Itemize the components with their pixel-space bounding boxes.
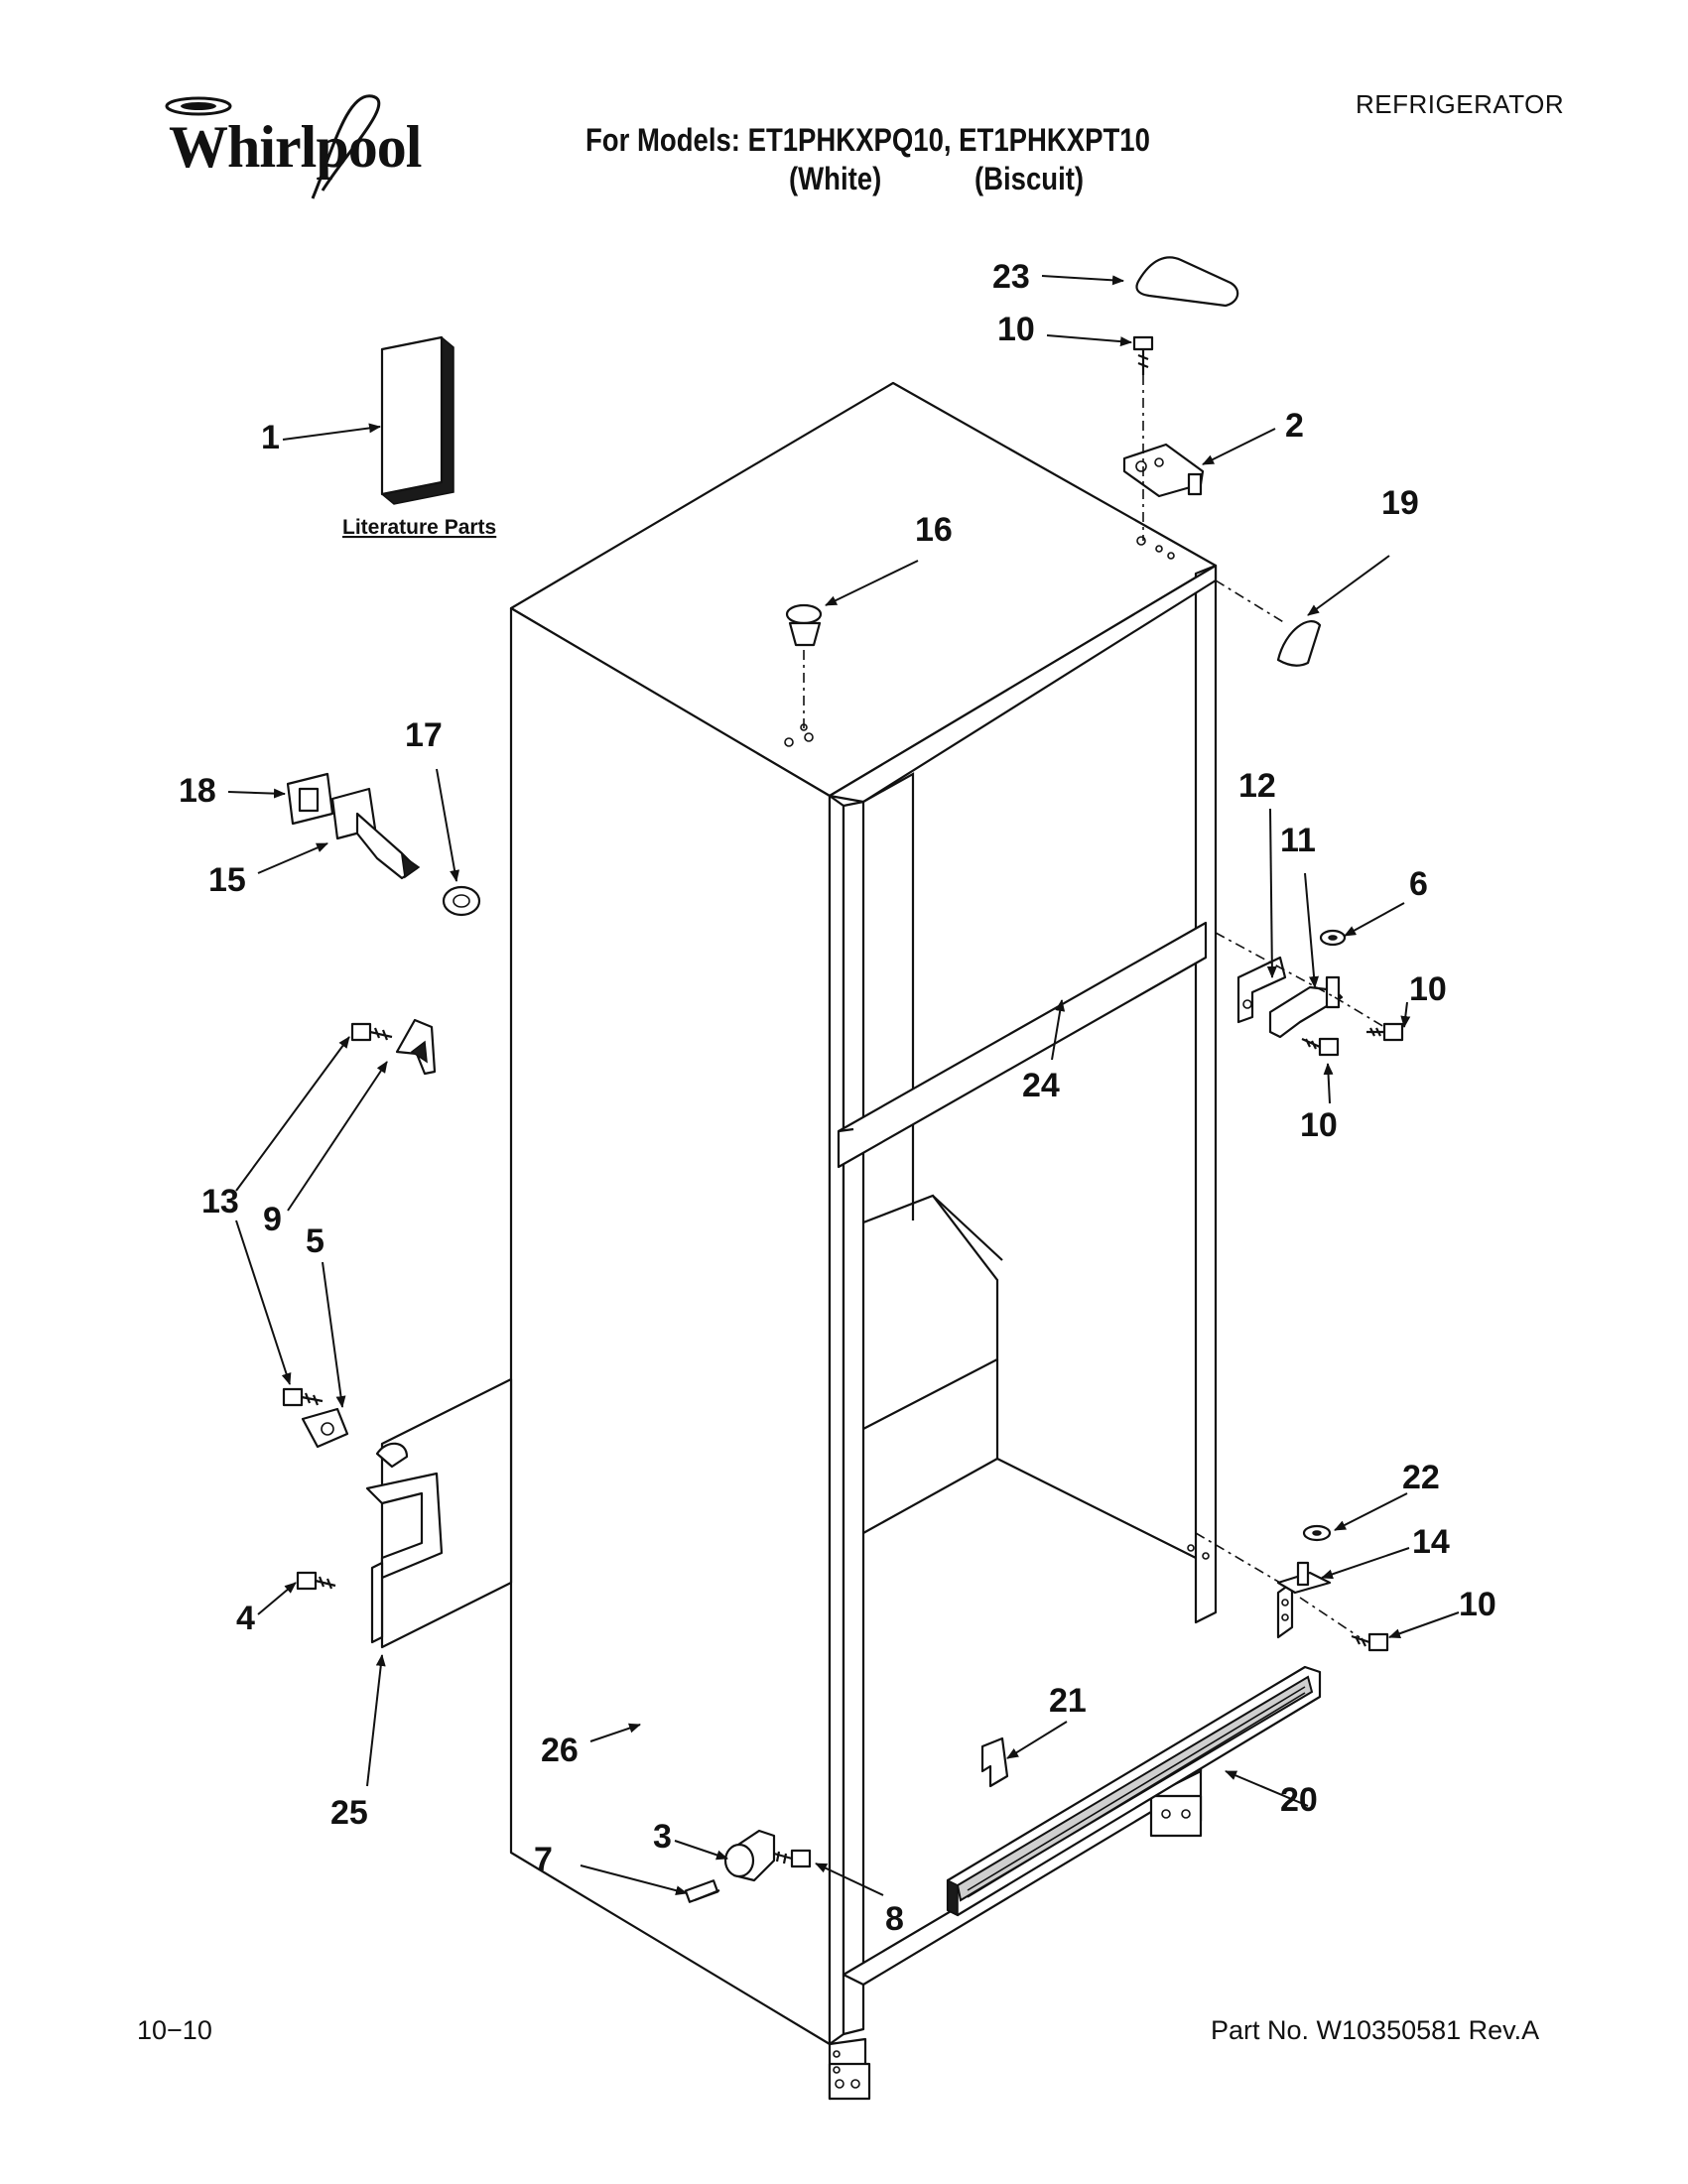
brand-logo: Whirlpool <box>149 91 422 200</box>
part-number: Part No. W10350581 Rev.A <box>1211 2015 1540 2045</box>
callout-4: 4 <box>236 1600 255 1637</box>
callout-6: 6 <box>1409 865 1428 903</box>
callout-16: 16 <box>915 511 953 549</box>
callout-21: 21 <box>1049 1682 1087 1720</box>
callout-19: 19 <box>1381 484 1419 522</box>
left-upper-fasteners <box>282 1018 444 1644</box>
callout-1: 1 <box>261 419 280 456</box>
callout-20: 20 <box>1280 1781 1318 1819</box>
callout-22: 22 <box>1402 1459 1440 1496</box>
callout-12: 12 <box>1238 767 1276 805</box>
leader-lines <box>227 275 1460 1896</box>
callout-26: 26 <box>541 1732 579 1769</box>
callout-numbers: 1 2 3 4 5 6 7 8 9 10 10 10 10 11 12 13 1… <box>179 258 1496 1938</box>
roller-assembly <box>684 1829 812 1903</box>
callout-10-mid-below: 10 <box>1300 1106 1338 1144</box>
top-hinge-assembly <box>1122 335 1205 541</box>
callout-2: 2 <box>1285 407 1304 445</box>
lower-hinge-assembly <box>1195 1524 1389 1652</box>
literature-booklet <box>380 335 454 505</box>
callout-8: 8 <box>885 1900 904 1938</box>
brand-name: Whirlpool <box>169 114 422 180</box>
color-white: (White) <box>789 161 882 196</box>
callout-17: 17 <box>405 716 443 754</box>
center-hinge-assembly <box>1215 929 1404 1057</box>
callout-15: 15 <box>208 861 246 899</box>
callout-24: 24 <box>1022 1067 1060 1104</box>
callout-25: 25 <box>330 1794 368 1832</box>
hinge-cover-top <box>1135 256 1239 308</box>
callout-11: 11 <box>1280 822 1316 859</box>
models-line: For Models: ET1PHKXPQ10, ET1PHKXPT10 <box>585 122 1150 158</box>
date-code: 10−10 <box>137 2015 212 2045</box>
logo-swoosh-icon <box>165 94 381 199</box>
literature-parts-label: Literature Parts <box>342 516 496 539</box>
callout-9: 9 <box>263 1201 282 1238</box>
toe-grille <box>946 1665 1322 1917</box>
hinge-cover-19 <box>1215 579 1322 667</box>
grille-clip <box>980 1736 1009 1788</box>
callout-7: 7 <box>534 1841 553 1878</box>
callout-18: 18 <box>179 772 216 810</box>
callout-10-top: 10 <box>997 311 1035 348</box>
category-label: REFRIGERATOR <box>1356 89 1565 119</box>
callout-3: 3 <box>653 1818 672 1856</box>
callout-5: 5 <box>306 1222 325 1260</box>
callout-10-mid-right: 10 <box>1409 970 1447 1008</box>
callout-13: 13 <box>201 1183 239 1220</box>
color-biscuit: (Biscuit) <box>974 161 1085 196</box>
plug-button <box>785 603 823 729</box>
refrigerator-cabinet <box>380 381 1218 2101</box>
callout-14: 14 <box>1412 1523 1450 1561</box>
callout-23: 23 <box>992 258 1030 296</box>
callout-10-lower: 10 <box>1459 1586 1496 1623</box>
drain-parts <box>286 772 481 917</box>
